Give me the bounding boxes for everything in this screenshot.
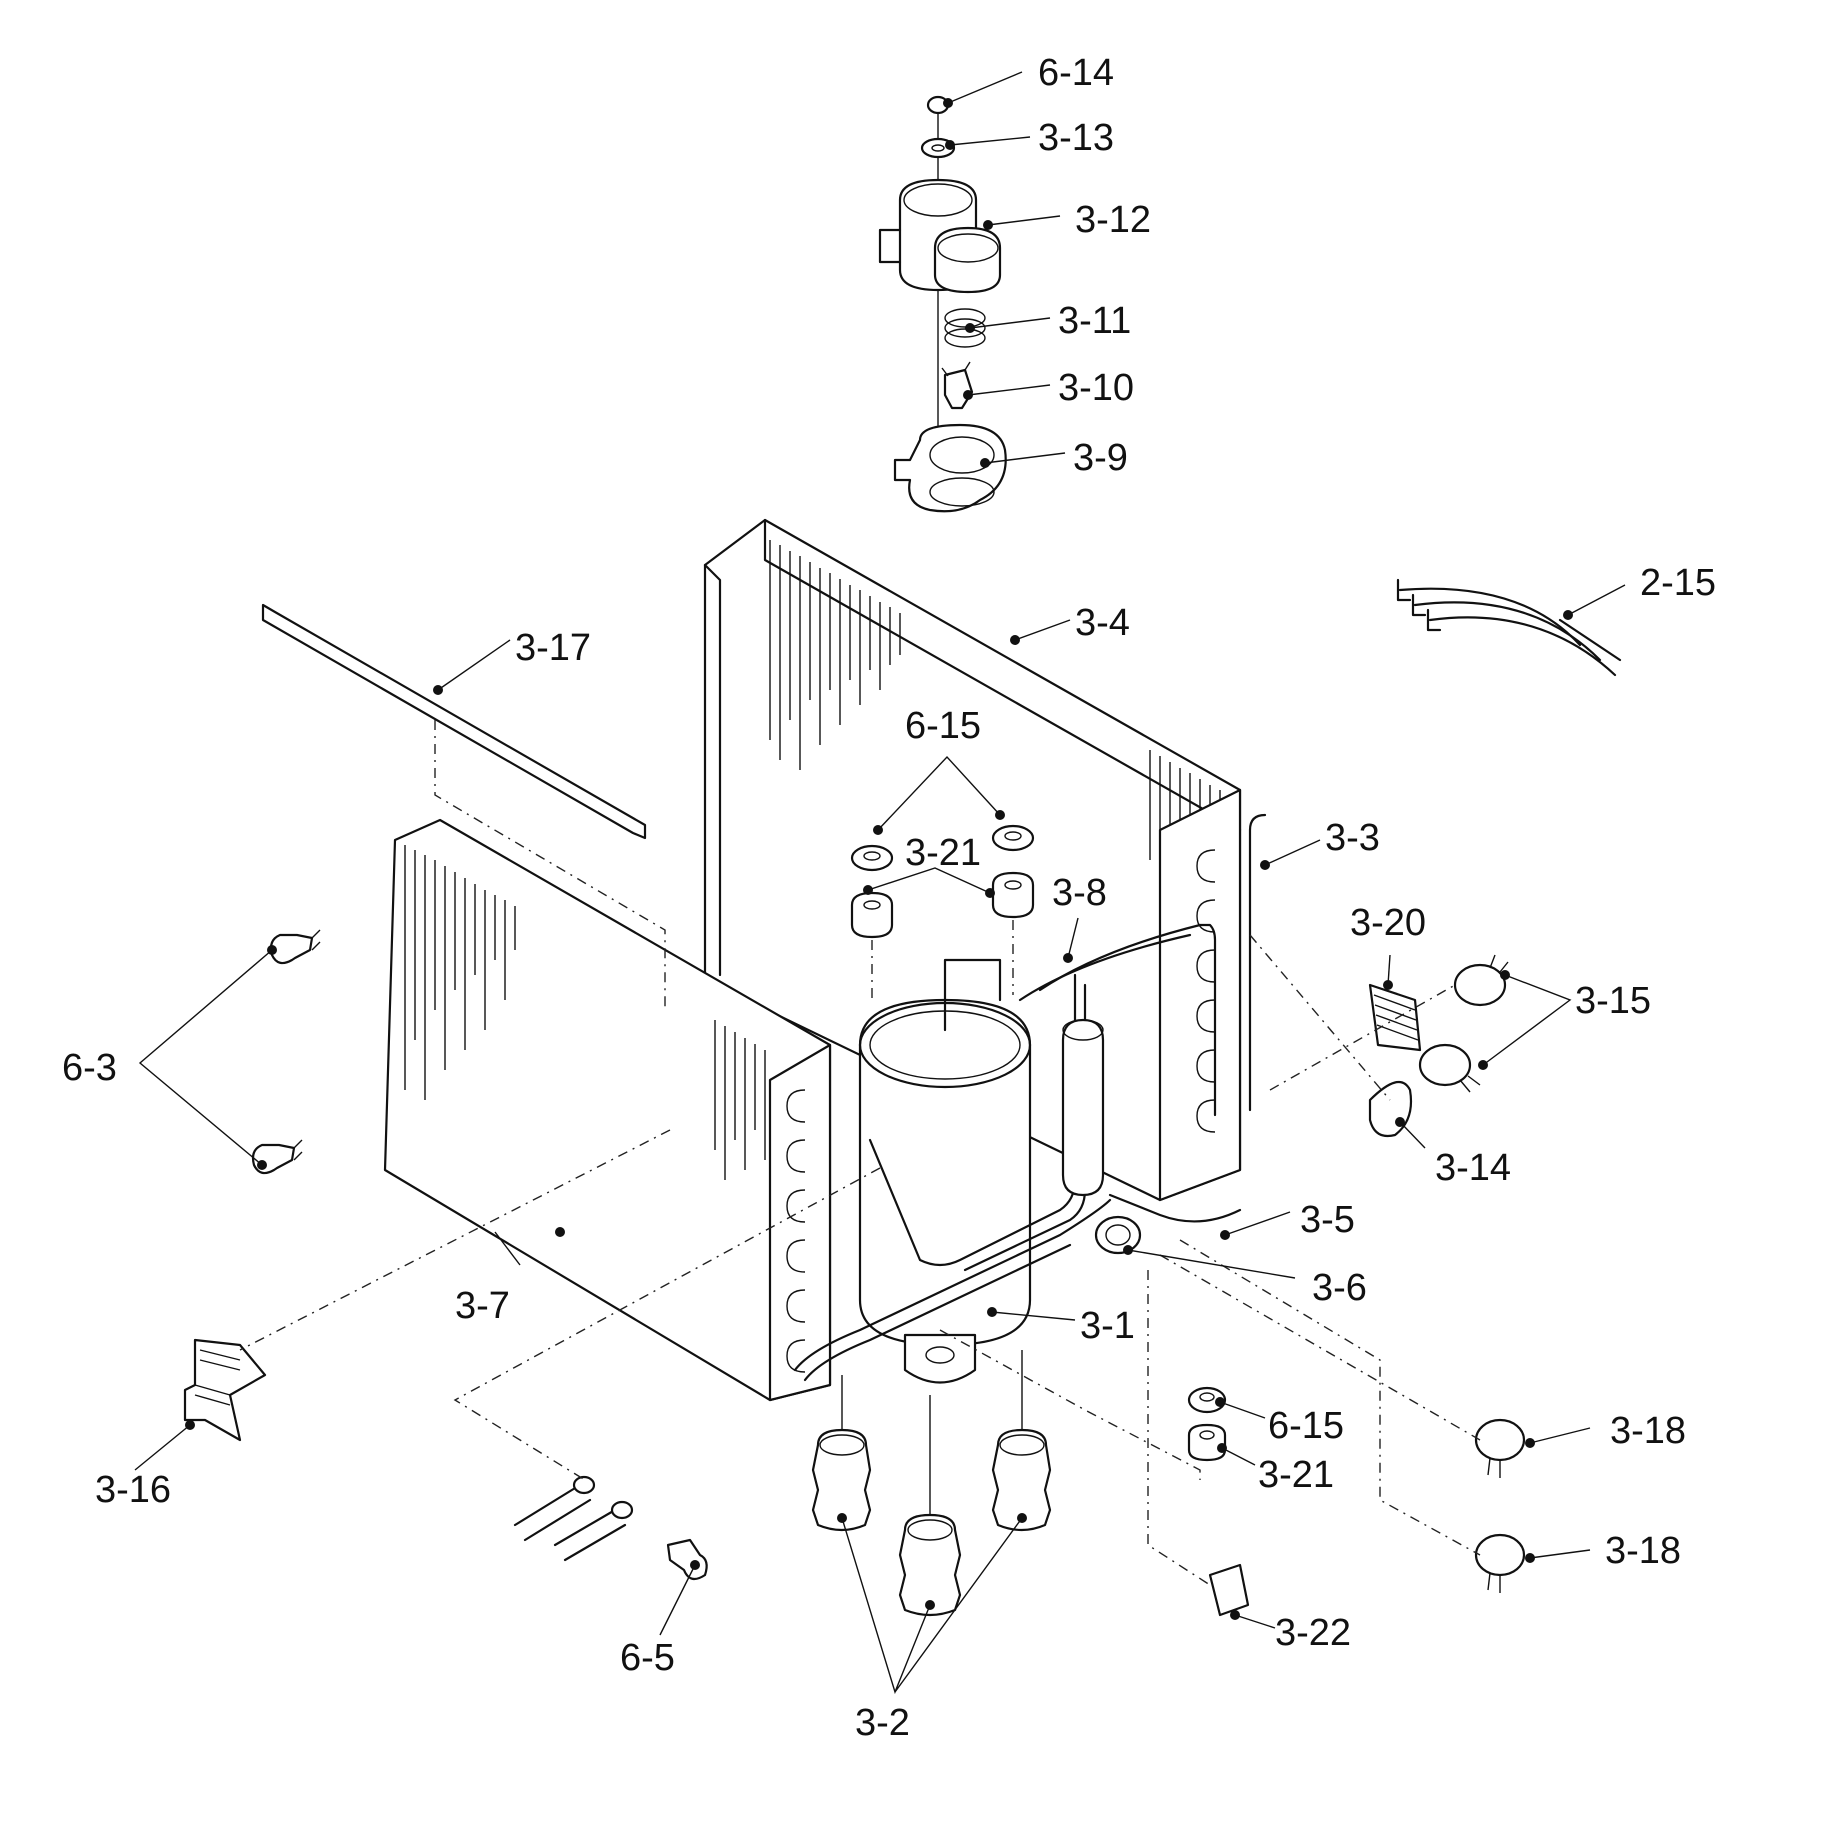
condenser-coil-small <box>383 818 832 1402</box>
part-labels: 6-14 3-13 3-12 3-11 3-10 3-9 2-15 3-4 3-… <box>62 52 1716 1744</box>
label-3-15: 3-15 <box>1575 980 1651 1022</box>
label-3-18-top: 3-18 <box>1610 1410 1686 1452</box>
condenser-coil-large <box>703 518 1242 1202</box>
label-3-20: 3-20 <box>1350 902 1426 944</box>
rubber-feet <box>811 1350 1052 1617</box>
label-3-18-bottom: 3-18 <box>1605 1530 1681 1572</box>
label-3-10: 3-10 <box>1058 367 1134 409</box>
label-3-6: 3-6 <box>1312 1267 1367 1309</box>
label-2-15: 2-15 <box>1640 562 1716 604</box>
label-3-5: 3-5 <box>1300 1199 1355 1241</box>
label-3-16: 3-16 <box>95 1469 171 1511</box>
label-6-5: 6-5 <box>620 1637 675 1679</box>
label-3-21-top: 3-21 <box>905 832 981 874</box>
label-3-1: 3-1 <box>1080 1305 1135 1347</box>
label-3-9: 3-9 <box>1073 437 1128 479</box>
label-3-21-bottom: 3-21 <box>1258 1454 1334 1496</box>
loose-parts <box>183 929 1526 1617</box>
valve-assembly <box>878 95 1007 513</box>
label-3-3: 3-3 <box>1325 817 1380 859</box>
refrigerant-tubing <box>793 813 1267 1382</box>
label-3-13: 3-13 <box>1038 117 1114 159</box>
label-3-22: 3-22 <box>1275 1612 1351 1654</box>
leader-lines <box>134 71 1626 1695</box>
label-3-7: 3-7 <box>455 1285 510 1327</box>
label-3-2: 3-2 <box>855 1702 910 1744</box>
label-3-12: 3-12 <box>1075 199 1151 241</box>
wire-harness <box>1396 578 1622 677</box>
label-6-15-bottom: 6-15 <box>1268 1405 1344 1447</box>
foam-strip <box>261 603 647 840</box>
label-3-11: 3-11 <box>1058 300 1131 342</box>
label-6-15-top: 6-15 <box>905 705 981 747</box>
label-3-17: 3-17 <box>515 627 591 669</box>
leader-dots <box>185 98 1573 1620</box>
alignment-lines <box>239 720 1481 1586</box>
label-3-14: 3-14 <box>1435 1147 1511 1189</box>
label-6-3: 6-3 <box>62 1047 117 1089</box>
label-3-8: 3-8 <box>1052 872 1107 914</box>
label-3-4: 3-4 <box>1075 602 1130 644</box>
label-6-14: 6-14 <box>1038 52 1114 94</box>
